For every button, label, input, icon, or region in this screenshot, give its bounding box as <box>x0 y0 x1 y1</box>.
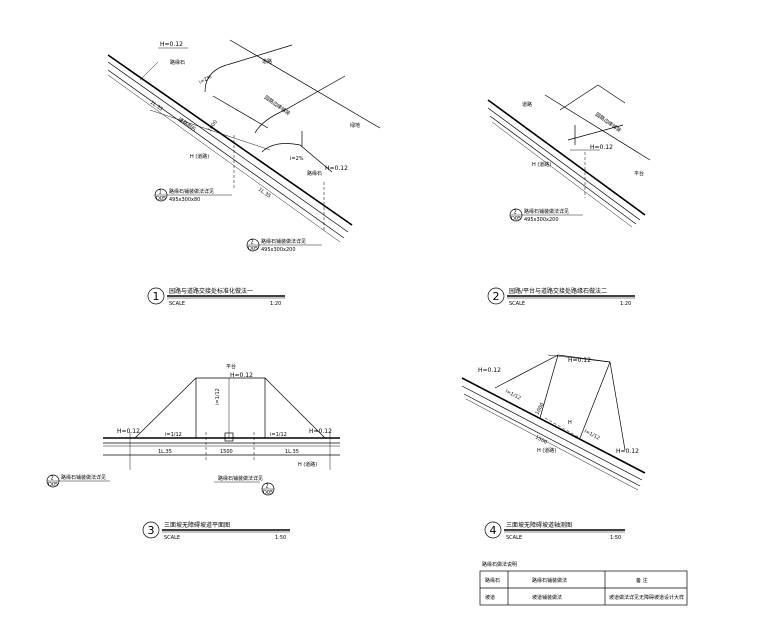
svg-text:路缘石铺装做法详见: 路缘石铺装做法详见 <box>261 238 306 245</box>
d1-height-top: H=0.12 <box>160 41 183 48</box>
d1-number: 1 <box>153 290 160 303</box>
d2-scale-value: 1:20 <box>620 301 631 307</box>
drawing-4: H=0.12 H=0.12 H=0.12 i=1/12 i=1/12 1000 … <box>461 354 646 541</box>
d4-scale-value: 1:50 <box>610 535 621 541</box>
drawing-3: 平台 H=0.12 i=1/12 H=0.12 H=0.12 i=1/12 i=… <box>46 363 340 541</box>
d1-park-label: 绿地 <box>350 122 360 129</box>
d3-scale-label: SCALE <box>164 535 180 541</box>
d4-height-left: H=0.12 <box>478 367 501 374</box>
d4-dim-2: 1500 <box>534 434 548 445</box>
svg-text:D05: D05 <box>156 196 166 202</box>
d1-road-label: 道路 <box>262 58 272 65</box>
svg-text:2: 2 <box>51 476 54 482</box>
d2-title-block: 2 园路/平台与道路交接处路缘石做法二 SCALE 1:20 <box>487 287 635 307</box>
d4-title-block: 4 三面坡无障碍坡道轴测图 SCALE 1:50 <box>484 521 625 541</box>
d3-top-label: 平台 <box>226 363 236 370</box>
d2-platform: 平台 <box>634 170 644 177</box>
svg-text:路缘石铺装做法详见: 路缘石铺装做法详见 <box>524 208 569 215</box>
d1-slope-2: i=2% <box>290 156 304 162</box>
svg-text:2: 2 <box>266 484 269 490</box>
d3-note: 路缘石铺装做法详见 <box>218 475 263 482</box>
d3-scale-value: 1:50 <box>275 535 286 541</box>
d3-title-block: 3 三面坡无障碍坡道平面图 SCALE 1:50 <box>142 521 290 541</box>
d3-height-right: H=0.12 <box>309 428 332 435</box>
svg-text:D05: D05 <box>48 482 58 488</box>
legend-r0-c1: 路缘石铺装做法 <box>532 577 567 584</box>
d4-h-mid: H <box>568 420 572 426</box>
d1-side-label: 路缘石 <box>307 170 322 177</box>
d1-height-right: H=0.12 <box>325 165 348 172</box>
legend-r1-c1: 坡道铺装做法 <box>532 594 562 601</box>
svg-text:路缘石铺装做法详见: 路缘石铺装做法详见 <box>61 474 106 481</box>
d2-callout-1: 2 D05 路缘石铺装做法详见 495x300x200 <box>509 208 583 223</box>
d2-road-label: 道路 <box>522 101 532 108</box>
d4-number: 4 <box>490 524 497 537</box>
d3-callout-1: 2 D05 路缘石铺装做法详见 <box>46 474 110 488</box>
svg-text:1: 1 <box>159 190 162 196</box>
svg-text:D05: D05 <box>511 216 521 222</box>
d3-dim-mid: 1500 <box>220 449 233 455</box>
d1-callout-2: 2 D05 路缘石铺装做法详见 495x300x200 <box>246 238 322 253</box>
d3-slope-1: i=1/12 <box>165 432 182 438</box>
legend-r0-c0: 路缘石 <box>485 577 500 584</box>
d1-scale-label: SCALE <box>169 301 185 307</box>
d4-dim: 1000 <box>534 402 545 416</box>
d4-scale-label: SCALE <box>506 535 522 541</box>
d2-height: H=0.12 <box>590 144 613 151</box>
d4-slope-1: i=1/12 <box>504 388 522 401</box>
d4-h-road: H (道路) <box>537 447 556 454</box>
d1-title: 园路与道路交接处标准化做法一 <box>169 287 253 295</box>
d3-callout-2: 2 D05 <box>261 482 275 496</box>
d4-height-right: H=0.12 <box>616 448 639 455</box>
drawing-2: 道路 园路边缘铺装 H=0.12 H (道路) 平台 2 D05 路缘石铺装做法… <box>487 84 651 307</box>
legend-caption: 路缘石做法说明 <box>482 561 517 568</box>
d2-h-road: H (道路) <box>532 161 551 168</box>
d3-height-left: H=0.12 <box>117 428 140 435</box>
d3-slope-mid: i=1/12 <box>215 388 221 405</box>
d1-callout-1: 1 D05 路缘石铺装做法详见 495x300x80 <box>154 188 232 203</box>
d1-curb-label: 路缘石 <box>170 59 185 66</box>
d1-h-road: H (道路) <box>190 153 209 160</box>
legend-r1-c2: 坡道做法详见无障碍坡道设计大样 <box>609 594 684 601</box>
d3-number: 3 <box>148 524 155 537</box>
svg-text:2: 2 <box>514 210 517 216</box>
d3-dim-right: 1L.35 <box>285 449 299 455</box>
d1-title-block: 1 园路与道路交接处标准化做法一 SCALE 1:20 <box>147 287 285 307</box>
svg-text:495x300x80: 495x300x80 <box>169 197 200 203</box>
d4-title: 三面坡无障碍坡道轴测图 <box>506 521 572 529</box>
d4-slope-2: i=1/12 <box>583 428 601 441</box>
d4-height-top: H=0.12 <box>568 357 591 364</box>
d1-scale-value: 1:20 <box>270 301 281 307</box>
svg-text:495x300x200: 495x300x200 <box>524 217 559 223</box>
d1-slope-1: i=2% <box>198 74 213 86</box>
d2-path-note: 园路边缘铺装 <box>594 111 623 134</box>
d3-height-top: H=0.12 <box>230 372 253 379</box>
svg-text:2: 2 <box>251 240 254 246</box>
legend-r1-c0: 坡道 <box>485 594 495 601</box>
d3-title: 三面坡无障碍坡道平面图 <box>164 521 230 529</box>
legend-r0-c2: 备 注 <box>636 577 648 584</box>
legend-table: 路缘石做法说明 路缘石 路缘石铺装做法 备 注 坡道 坡道铺装做法 坡道做法详见… <box>479 561 688 606</box>
d3-slope-2: i=1/12 <box>270 432 287 438</box>
svg-text:D05: D05 <box>248 246 258 252</box>
svg-text:路缘石铺装做法详见: 路缘石铺装做法详见 <box>169 188 214 195</box>
drawing-1: H=0.12 路缘石 道路 绿地 i=2% 园路边缘铺装 1L.35 1000 … <box>107 39 381 307</box>
svg-text:495x300x200: 495x300x200 <box>261 247 296 253</box>
d2-title: 园路/平台与道路交接处路缘石做法二 <box>509 287 607 295</box>
d1-dim-1: 1L.35 <box>149 100 164 113</box>
svg-text:D05: D05 <box>263 490 273 496</box>
d3-dim-left: 1L.35 <box>158 449 172 455</box>
d1-dim-2: 1L.35 <box>257 187 272 200</box>
d2-number: 2 <box>493 290 500 303</box>
d3-h-road: H (道路) <box>298 461 317 468</box>
d2-scale-label: SCALE <box>509 301 525 307</box>
